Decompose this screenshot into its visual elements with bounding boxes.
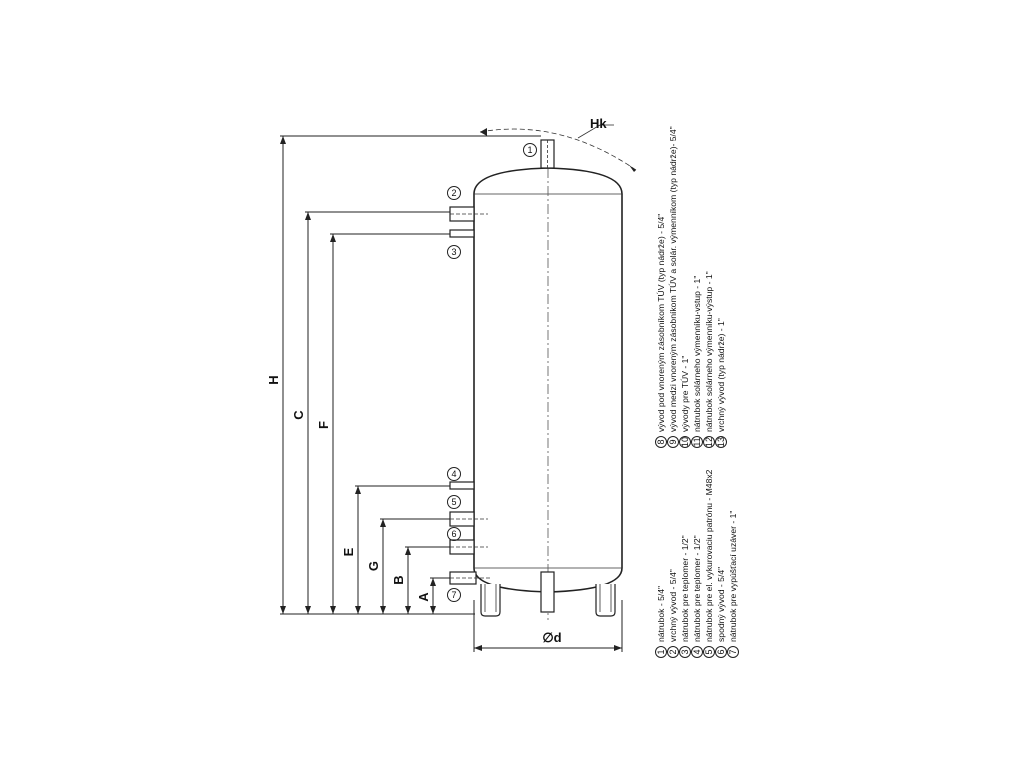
svg-text:4: 4 (451, 469, 456, 479)
top-nozzle (540, 139, 555, 169)
callout-1: 1 (523, 143, 537, 157)
legend-number: 9 (668, 439, 678, 444)
legend-text: vrchný vývod - 5/4" (668, 569, 678, 642)
callout-6: 6 (447, 527, 461, 541)
svg-text:1: 1 (527, 145, 532, 155)
legend-text: spodný vývod - 5/4" (716, 567, 726, 642)
legend-item: 10 vývody pre TÚV - 1" (679, 356, 691, 448)
callout-2: 2 (447, 186, 461, 200)
diameter-label: ∅d (542, 630, 561, 645)
legend-text: nátrubok pre vypúšťací uzáver - 1" (728, 511, 738, 642)
callout-7: 7 (447, 588, 461, 602)
callout-3: 3 (447, 245, 461, 259)
svg-text:2: 2 (451, 188, 456, 198)
legend-number: 7 (728, 649, 738, 654)
nozzle-callouts: 1 2 3 4 5 6 7 (447, 143, 537, 602)
legend-number: 2 (668, 649, 678, 654)
legend-number: 6 (716, 649, 726, 654)
legend-item: 2 vrchný vývod - 5/4" (667, 569, 679, 658)
legend-item: 9 vývod medzi vnoreným zásobníkom TÚV a s… (667, 126, 679, 448)
svg-text:5: 5 (451, 497, 456, 507)
svg-text:7: 7 (451, 590, 456, 600)
dim-label-e: E (341, 547, 356, 556)
callout-5: 5 (447, 495, 461, 509)
legend-number: 5 (704, 649, 714, 654)
bottom-center-nozzle (540, 571, 555, 613)
legend-number: 4 (692, 649, 702, 654)
legend-text: nátrubok pre el. vykurovaciu patrónu - M… (704, 469, 714, 642)
legend-number: 10 (680, 437, 690, 447)
legend-number: 13 (716, 437, 726, 447)
legend-item: 8 vývod pod vnoreným zásobníkom TÚV (typ … (655, 214, 667, 448)
legend-item: 6 spodný vývod - 5/4" (715, 567, 727, 658)
legend-text: vývody pre TÚV - 1" (680, 356, 690, 432)
legend-text: vrchný vývod (typ nádrže) - 1" (716, 318, 726, 432)
svg-text:3: 3 (451, 247, 456, 257)
legend-number: 1 (656, 649, 666, 654)
side-nozzles (449, 206, 490, 585)
legend-item: 4 nátrubok pre teplomer - 1/2" (691, 535, 703, 658)
legend-item: 7 nátrubok pre vypúšťací uzáver - 1" (727, 511, 739, 658)
dim-label-g: G (366, 561, 381, 571)
hk-label: Hk (590, 116, 607, 131)
diameter-dimension: ∅d (473, 600, 623, 652)
tank-legs (480, 584, 616, 617)
legend-item: 3 nátrubok pre teplomer - 1/2" (679, 535, 691, 658)
dimension-lines: H C F E G B A (266, 135, 541, 615)
dim-label-h: H (266, 375, 281, 384)
legend-text: nátrubok solárneho výmenníku-výstup - 1" (704, 271, 714, 432)
legend-item: 12 nátrubok solárneho výmenníku-výstup - … (703, 271, 715, 448)
legend-number: 3 (680, 649, 690, 654)
svg-text:6: 6 (451, 529, 456, 539)
legend-text: vývod pod vnoreným zásobníkom TÚV (typ n… (656, 214, 666, 432)
hk-tilt-arc: Hk (479, 116, 637, 172)
tank-body (473, 150, 623, 620)
legend-number: 11 (692, 437, 702, 446)
dim-label-c: C (291, 410, 306, 420)
legend-number: 12 (704, 437, 714, 447)
legend-text: nátrubok pre teplomer - 1/2" (692, 535, 702, 642)
legend-left: 1 nátrubok - 5/4" 2 vrchný vývod - 5/4" 3 nát… (655, 469, 739, 658)
legend-item: 13 vrchný vývod (typ nádrže) - 1" (715, 318, 727, 448)
legend-number: 8 (656, 439, 666, 444)
legend-text: vývod medzi vnoreným zásobníkom TÚV a so… (668, 126, 678, 432)
dim-label-a: A (416, 592, 431, 602)
dim-label-f: F (316, 421, 331, 429)
legend-right: 8 vývod pod vnoreným zásobníkom TÚV (typ … (655, 126, 727, 448)
dim-label-b: B (391, 575, 406, 584)
legend-item: 5 nátrubok pre el. vykurovaciu patrónu - … (703, 469, 715, 658)
legend-item: 1 nátrubok - 5/4" (655, 586, 667, 658)
legend-text: nátrubok solárneho výmenníku-vstup - 1" (692, 276, 702, 432)
legend-text: nátrubok pre teplomer - 1/2" (680, 535, 690, 642)
legend-text: nátrubok - 5/4" (656, 586, 666, 642)
callout-4: 4 (447, 467, 461, 481)
legend-item: 11 nátrubok solárneho výmenníku-vstup - 1… (691, 276, 703, 448)
